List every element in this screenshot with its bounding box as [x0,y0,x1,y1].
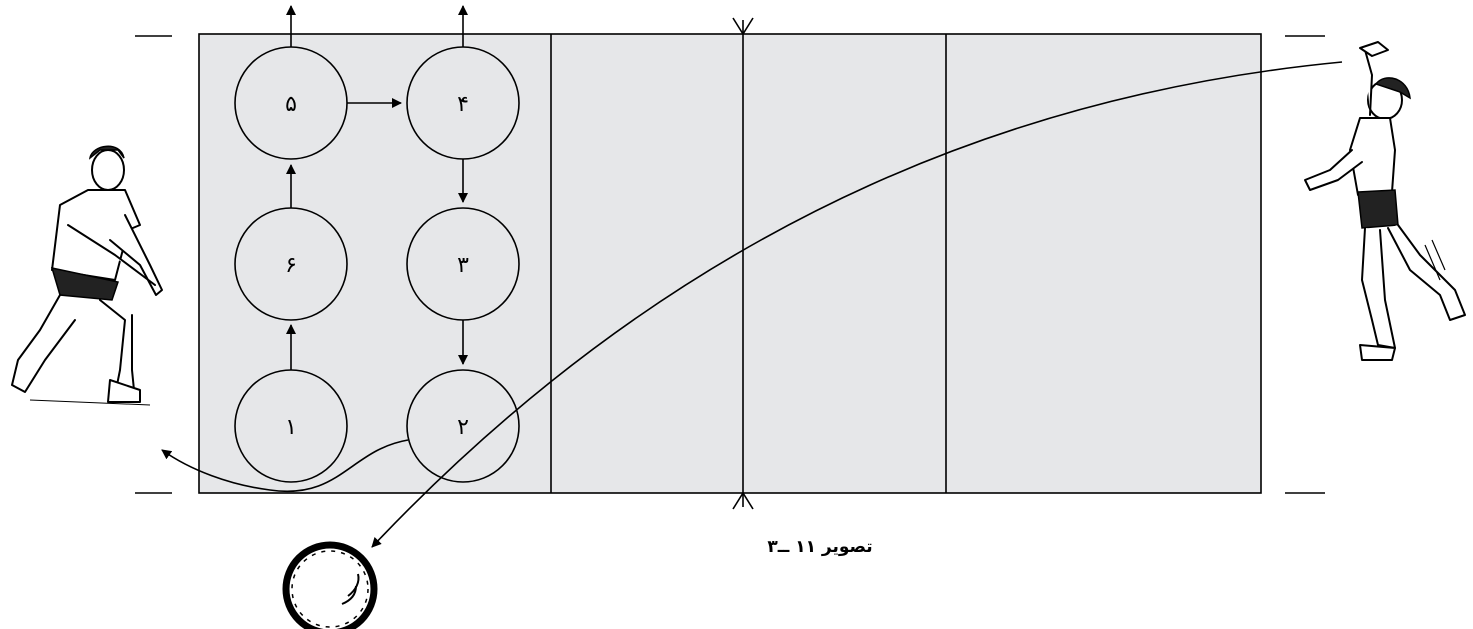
position-5-label: ۵ [285,92,297,117]
serve-trajectory-arrow [371,61,1343,548]
position-2: ۲ [406,369,520,483]
figure-caption: تصویر ۱۱ ــ۳ [767,537,872,557]
position-3-label: ۳ [457,253,469,278]
net-post-top [732,17,754,36]
position-1-label: ۱ [285,415,297,440]
serving-player-figure [1304,41,1466,361]
position-6-label: ۶ [285,253,297,278]
position-4-label: ۴ [457,92,469,117]
player-move-arrow [161,439,409,493]
receiving-player-figure [11,145,163,406]
boundary-marks [135,35,1325,494]
volleyball-icon [282,541,378,629]
position-2-label: ۲ [457,415,469,440]
court [198,17,1262,510]
net-post-bottom [732,491,754,510]
rotation-arrows [286,5,468,370]
